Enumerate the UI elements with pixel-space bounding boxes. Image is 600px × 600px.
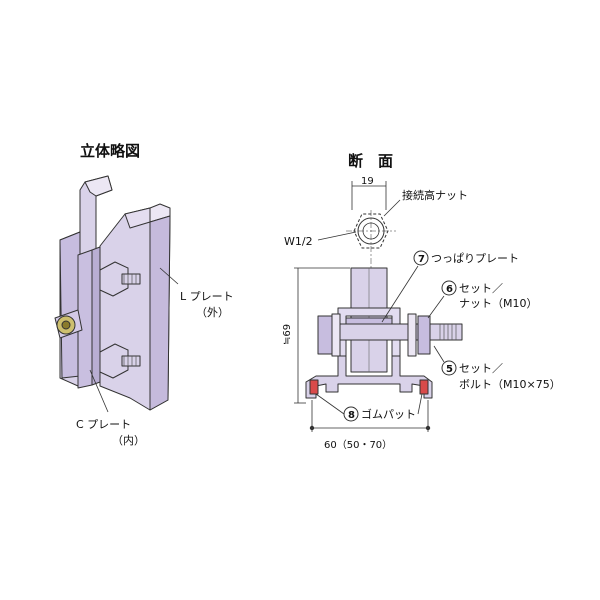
c-plate-web <box>77 246 101 389</box>
dim-width <box>309 400 431 432</box>
isometric-title: 立体略図 <box>80 142 140 160</box>
rubber-pad-right <box>419 379 429 395</box>
l-plate-shape <box>99 203 171 411</box>
part7-number: 7 <box>418 254 425 265</box>
section-title: 断 面 <box>348 152 393 170</box>
part8-number: 8 <box>348 410 355 421</box>
bolt-head-section <box>317 315 333 355</box>
isometric-view <box>54 175 179 413</box>
connecting-nut-iso <box>54 309 83 339</box>
part8-label: ゴムパット <box>361 407 416 421</box>
c-plate-label: C プレート <box>76 418 131 431</box>
high-nut-label: 接続高ナット <box>402 188 468 202</box>
section-assembly <box>305 267 463 399</box>
part6-label-2: ナット（M10） <box>459 297 538 310</box>
high-nut-leader <box>383 199 401 217</box>
c-plate-section <box>337 307 401 357</box>
part7-leader <box>381 265 419 323</box>
upper-bolt-iso <box>99 261 141 297</box>
c-plate-leader <box>89 369 109 413</box>
set-nut-section <box>417 315 431 355</box>
part7-badge <box>413 250 429 266</box>
part6-badge <box>441 280 457 296</box>
dim-height <box>294 267 350 404</box>
l-plate-label: L プレート <box>180 290 234 303</box>
w-label: W1/2 <box>284 235 313 248</box>
l-plate-sublabel: （外） <box>196 306 229 319</box>
w-leader <box>317 231 357 241</box>
rubber-pad-left <box>309 379 319 395</box>
part5-leader <box>433 345 445 363</box>
part5-label-1: セット／ <box>459 362 503 375</box>
high-nut-top-view <box>346 210 396 270</box>
part7-label: つっぱりプレート <box>431 252 519 265</box>
lower-bolt-iso <box>99 343 141 379</box>
dim-top <box>351 181 387 210</box>
dim-width-value: 60（50・70） <box>324 439 392 451</box>
dim-top-value: 19 <box>361 176 374 187</box>
part5-label-2: ボルト（M10×75） <box>459 378 561 391</box>
set-bolt-section <box>321 323 463 341</box>
part5-badge <box>441 360 457 376</box>
c-plate-sublabel: （内） <box>112 433 145 447</box>
dim-height-value: ≒69 <box>282 324 293 345</box>
part6-label-1: セット／ <box>459 282 503 295</box>
l-plate-leader <box>159 267 179 285</box>
part5-number: 5 <box>446 364 453 375</box>
part6-number: 6 <box>446 284 453 295</box>
part6-leader <box>427 295 445 319</box>
